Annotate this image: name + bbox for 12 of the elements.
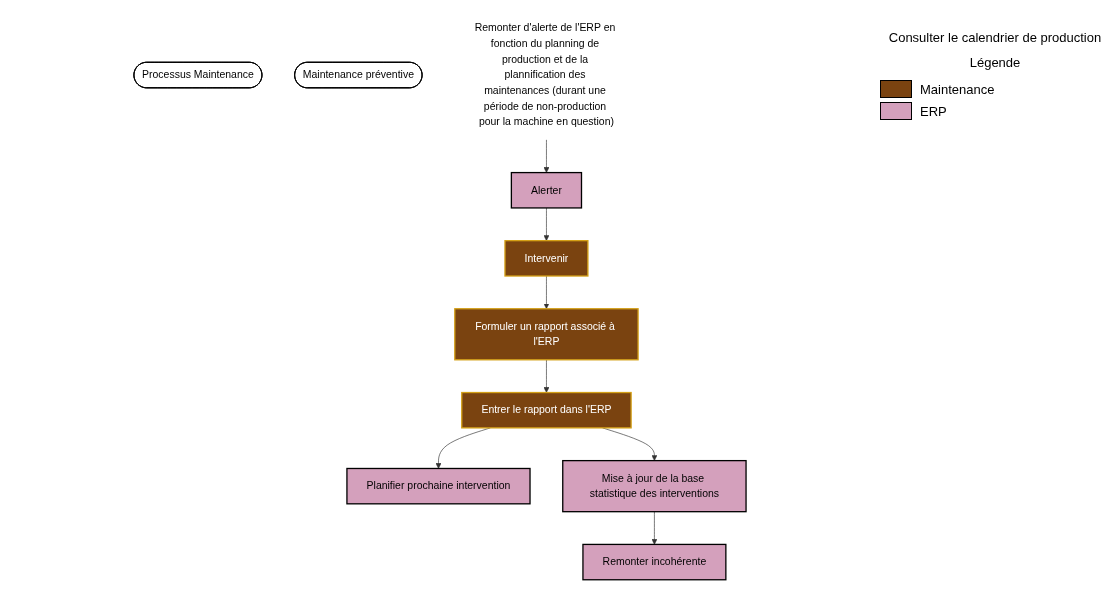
note-text: Consulter le calendrier de production — [887, 30, 1103, 45]
node-box: Remonter incohérente — [582, 543, 727, 581]
node-box: Entrer le rapport dans l'ERP — [461, 391, 632, 429]
node-text: Remonter d'alerte de l'ERP en fonction du planning de production et de la plannification des maintenances (durant une période de non-production pour la machine en question) — [474, 22, 616, 128]
legend-label: ERP — [920, 103, 947, 119]
legend-label: Maintenance — [920, 81, 995, 97]
note-text: Légende — [968, 55, 1022, 70]
node-box: Intervenir — [504, 240, 589, 277]
node-box: Planifier prochaine intervention — [346, 467, 531, 505]
node-box: Formuler un rapport associé à l'ERP — [454, 308, 639, 361]
node-box: Mise à jour de la base statistique des interventions — [562, 459, 747, 513]
node-box: Alerter — [510, 171, 583, 209]
